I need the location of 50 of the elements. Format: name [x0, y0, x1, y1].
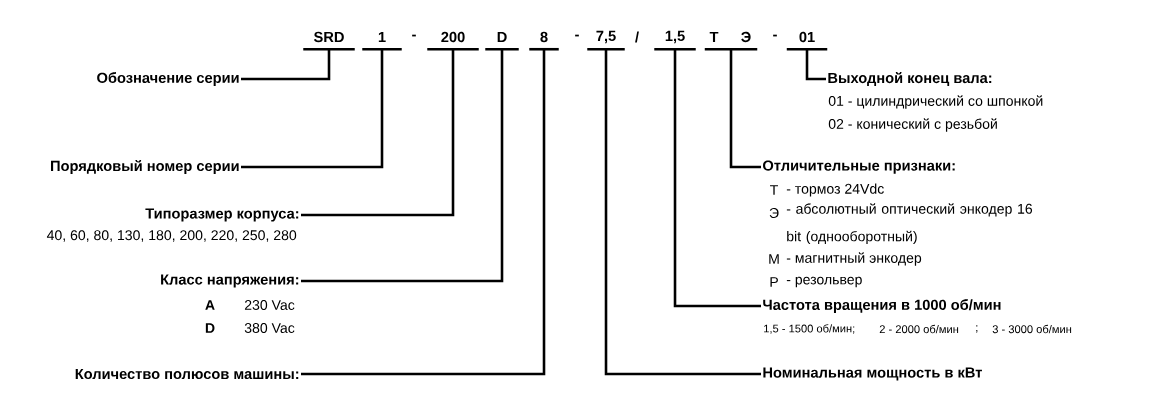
code-segment: Т Э	[704, 31, 758, 51]
leader-line	[604, 49, 761, 376]
leader-line	[805, 49, 826, 81]
separator: -	[575, 34, 579, 37]
code-segment: D	[485, 31, 519, 51]
heading: Отличительные признаки:	[763, 160, 955, 174]
description-text: Т	[770, 185, 778, 195]
heading: Номинальная мощность в кВт	[763, 367, 982, 381]
description-text: ;	[976, 325, 978, 333]
description-text: 2 - 2000 об/мин	[879, 324, 959, 334]
leader-line	[301, 49, 546, 376]
description-text: D	[205, 323, 215, 333]
description-text: 380 Vac	[244, 323, 295, 333]
description-text: - тормоз 24Vdc	[786, 183, 884, 197]
description-text: М	[769, 254, 779, 264]
description-text: 230 Vac	[244, 300, 295, 310]
heading: Порядковый номер серии	[51, 160, 239, 174]
leader-line	[673, 49, 761, 308]
separator: /	[635, 31, 639, 43]
leader-line	[301, 49, 455, 217]
description-text: - абсолютный оптический энкодер 16 bit (однооборотный)	[786, 203, 1033, 245]
code-segment: 01	[786, 31, 828, 51]
description-text: - магнитный энкодер	[786, 252, 922, 266]
leader-line	[241, 49, 384, 169]
heading: Частота вращения в 1000 об/мин	[763, 299, 1001, 313]
heading: Типоразмер корпуса:	[145, 208, 299, 222]
separator: -	[412, 34, 416, 37]
leader-line	[729, 49, 761, 169]
code-segment: SRD	[303, 31, 355, 51]
description-text: 1,5 - 1500 об/мин;	[764, 324, 855, 334]
description-text: 40, 60, 80, 130, 180, 200, 220, 250, 280	[46, 230, 297, 242]
code-segment: 1,5	[654, 30, 696, 51]
leader-line	[301, 49, 504, 283]
code-segment: 1	[362, 31, 402, 51]
separator: -	[773, 34, 777, 37]
leader-line	[241, 49, 331, 81]
description-text: 01 - цилиндрический со шпонкой	[828, 95, 1043, 109]
description-text: Р	[770, 277, 778, 287]
description-text: - резольвер	[786, 276, 862, 288]
description-text: 3 - 3000 об/мин	[992, 324, 1072, 334]
description-text: 02 - конический с резьбой	[828, 118, 997, 132]
description-text: Э	[769, 208, 779, 218]
description-text: A	[205, 300, 215, 310]
heading: Выходной конец вала:	[828, 72, 992, 86]
code-segment: 8	[529, 31, 559, 51]
code-segment: 200	[427, 31, 479, 51]
heading: Количество полюсов машины:	[75, 368, 299, 380]
heading: Класс напряжения:	[161, 274, 299, 288]
code-segment: 7,5	[587, 30, 625, 51]
heading: Обозначение серии	[97, 72, 239, 86]
